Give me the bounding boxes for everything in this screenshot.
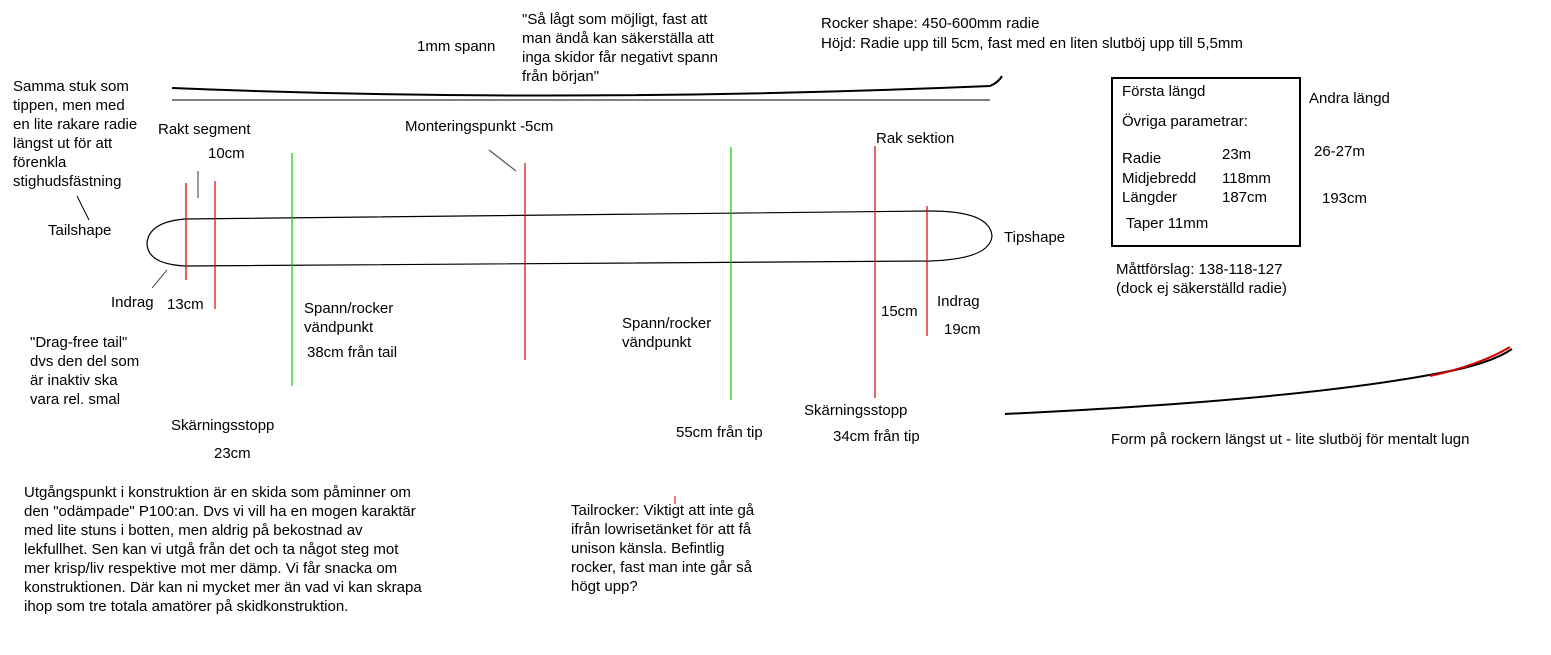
rocker-tip-form-red (1429, 346, 1511, 377)
tail-note: Samma stuk som tippen, men med en lite r… (13, 78, 138, 190)
tailshape-label: Tailshape (48, 222, 112, 239)
tip-cutoff-value: 34cm från tip (833, 428, 920, 445)
radius-value: 23m (1222, 146, 1252, 163)
tail-indrag-value: 13cm (167, 296, 204, 313)
tip-indrag-value: 19cm (944, 321, 981, 338)
tip-straight-value: 15cm (881, 303, 918, 320)
second-length-value: 193cm (1322, 190, 1368, 207)
drag-free-tail-note: "Drag-free tail" dvs den del som är inak… (30, 334, 140, 408)
measurement-suggestion: Måttförslag: 138-118-127 (dock ej säkers… (1116, 261, 1287, 297)
second-length-heading: Andra längd (1309, 90, 1390, 107)
second-radius-value: 26-27m (1314, 143, 1365, 160)
tail-contact-point-value: 38cm från tail (307, 344, 398, 361)
tip-contact-point-value: 55cm från tip (676, 424, 763, 441)
tip-cutoff-label: Skärningsstopp (804, 402, 908, 419)
rocker-form-caption: Form på rockern längst ut - lite slutböj… (1111, 431, 1470, 448)
tail-cutoff-label: Skärningsstopp (171, 417, 275, 434)
tailrocker-note: Tailrocker: Viktigt att inte gå ifrån lo… (571, 502, 755, 595)
starting-point-note: Utgångspunkt i konstruktion är en skida … (24, 484, 422, 615)
rocker-shape-label: Rocker shape: 450-600mm radie (821, 15, 1040, 32)
taper-label: Taper 11mm (1126, 215, 1209, 232)
ski-outline (146, 210, 993, 267)
indrag-pointer (151, 269, 168, 289)
straight-segment-label: Rakt segment (158, 121, 251, 138)
mounting-pointer (488, 149, 517, 172)
lengths-label: Längder (1122, 189, 1178, 206)
radius-label: Radie (1122, 150, 1162, 167)
tipshape-label: Tipshape (1004, 229, 1066, 246)
rocker-height-label: Höjd: Radie upp till 5cm, fast med en li… (821, 35, 1243, 52)
tail-cutoff-value: 23cm (214, 445, 251, 462)
tailshape-pointer (76, 195, 90, 221)
tail-indrag-label: Indrag (111, 294, 154, 311)
rocker-tip-form (1004, 348, 1513, 415)
tip-contact-point-label: Spann/rocker vändpunkt (622, 315, 712, 351)
camber-quote: "Så lågt som möjligt, fast att man ändå … (522, 11, 718, 85)
lengths-value: 187cm (1222, 189, 1268, 206)
waist-value: 118mm (1222, 170, 1271, 187)
mounting-point-label: Monteringspunkt -5cm (405, 118, 554, 135)
waist-label: Midjebredd (1122, 170, 1197, 187)
camber-label: 1mm spann (417, 38, 496, 55)
tail-contact-point-label: Spann/rocker vändpunkt (304, 300, 394, 336)
straight-section-label: Rak sektion (876, 130, 955, 147)
first-length-heading: Första längd (1122, 83, 1206, 100)
profile-curve (171, 75, 1003, 97)
parameters-box (1111, 77, 1301, 247)
straight-segment-value: 10cm (208, 145, 245, 162)
tip-indrag-label: Indrag (937, 293, 980, 310)
other-parameters-heading: Övriga parametrar: (1122, 113, 1248, 130)
